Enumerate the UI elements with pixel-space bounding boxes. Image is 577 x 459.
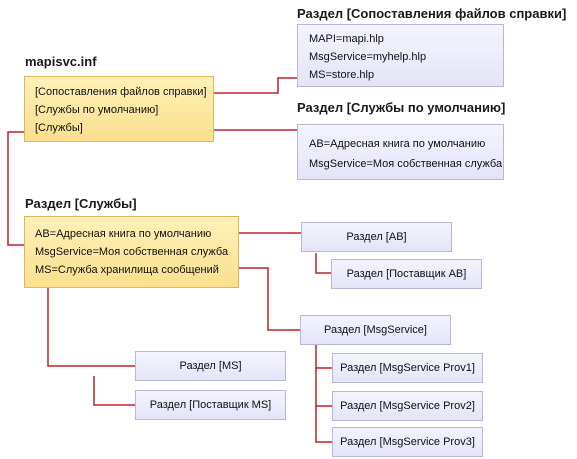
help-mappings-box: MAPI=mapi.hlp MsgService=myhelp.hlp MS=s… xyxy=(297,24,504,87)
connector-services-to-ms xyxy=(47,288,135,367)
mapisvc-line-services: [Службы] xyxy=(35,122,83,134)
connector-ms-to-ms-provider xyxy=(93,376,135,406)
default-services-box: AB=Адресная книга по умолчанию MsgServic… xyxy=(297,124,504,180)
help-mapping-mapi: MAPI=mapi.hlp xyxy=(309,33,384,45)
mapisvc-box: [Сопоставления файлов справки] [Службы п… xyxy=(24,76,214,142)
msgservice-prov3-box: Раздел [MsgService Prov3] xyxy=(332,427,483,457)
connector-msgservice-to-prov2 xyxy=(315,368,332,407)
help-mapping-msgservice: MsgService=myhelp.hlp xyxy=(309,51,427,63)
mapisvc-title: mapisvc.inf xyxy=(25,54,97,69)
ms-provider-label: Раздел [Поставщик MS] xyxy=(149,399,272,411)
connector-mapisvc-to-services xyxy=(7,131,24,246)
ab-section-label: Раздел [AB] xyxy=(346,231,407,243)
ab-provider-box: Раздел [Поставщик AB] xyxy=(331,259,482,289)
default-services-title: Раздел [Службы по умолчанию] xyxy=(297,100,506,115)
msgservice-prov1-label: Раздел [MsgService Prov1] xyxy=(340,362,475,374)
default-service-msgservice: MsgService=Моя собственная служба xyxy=(309,158,503,170)
services-box: AB=Адресная книга по умолчанию MsgServic… xyxy=(24,216,239,288)
ms-section-label: Раздел [MS] xyxy=(179,360,242,372)
connector-msgservice-to-prov3 xyxy=(315,406,332,443)
services-title: Раздел [Службы] xyxy=(25,196,137,211)
ms-section-box: Раздел [MS] xyxy=(135,351,286,381)
mapisvc-line-help-mappings: [Сопоставления файлов справки] xyxy=(35,86,207,98)
ab-provider-label: Раздел [Поставщик AB] xyxy=(346,268,467,280)
connector-msgservice-to-prov1 xyxy=(315,345,332,369)
help-mapping-ms: MS=store.hlp xyxy=(309,69,375,81)
service-ms: MS=Служба хранилища сообщений xyxy=(35,264,219,276)
mapisvc-line-default-services: [Службы по умолчанию] xyxy=(35,104,159,116)
help-mappings-title: Раздел [Сопоставления файлов справки] xyxy=(297,6,567,21)
msgservice-section-box: Раздел [MsgService] xyxy=(300,315,451,345)
service-ab: AB=Адресная книга по умолчанию xyxy=(35,228,212,240)
connector-mapisvc-to-help-mappings xyxy=(212,77,297,94)
msgservice-prov1-box: Раздел [MsgService Prov1] xyxy=(332,353,483,383)
ms-provider-box: Раздел [Поставщик MS] xyxy=(135,390,286,420)
service-msgservice: MsgService=Моя собственная служба xyxy=(35,246,229,258)
msgservice-prov3-label: Раздел [MsgService Prov3] xyxy=(340,436,475,448)
msgservice-prov2-box: Раздел [MsgService Prov2] xyxy=(332,391,483,421)
default-service-ab: AB=Адресная книга по умолчанию xyxy=(309,138,486,150)
msgservice-section-label: Раздел [MsgService] xyxy=(324,324,427,336)
connector-ab-to-ab-provider xyxy=(315,253,331,274)
ab-section-box: Раздел [AB] xyxy=(301,222,452,252)
connector-services-to-msgservice xyxy=(212,267,300,331)
msgservice-prov2-label: Раздел [MsgService Prov2] xyxy=(340,400,475,412)
